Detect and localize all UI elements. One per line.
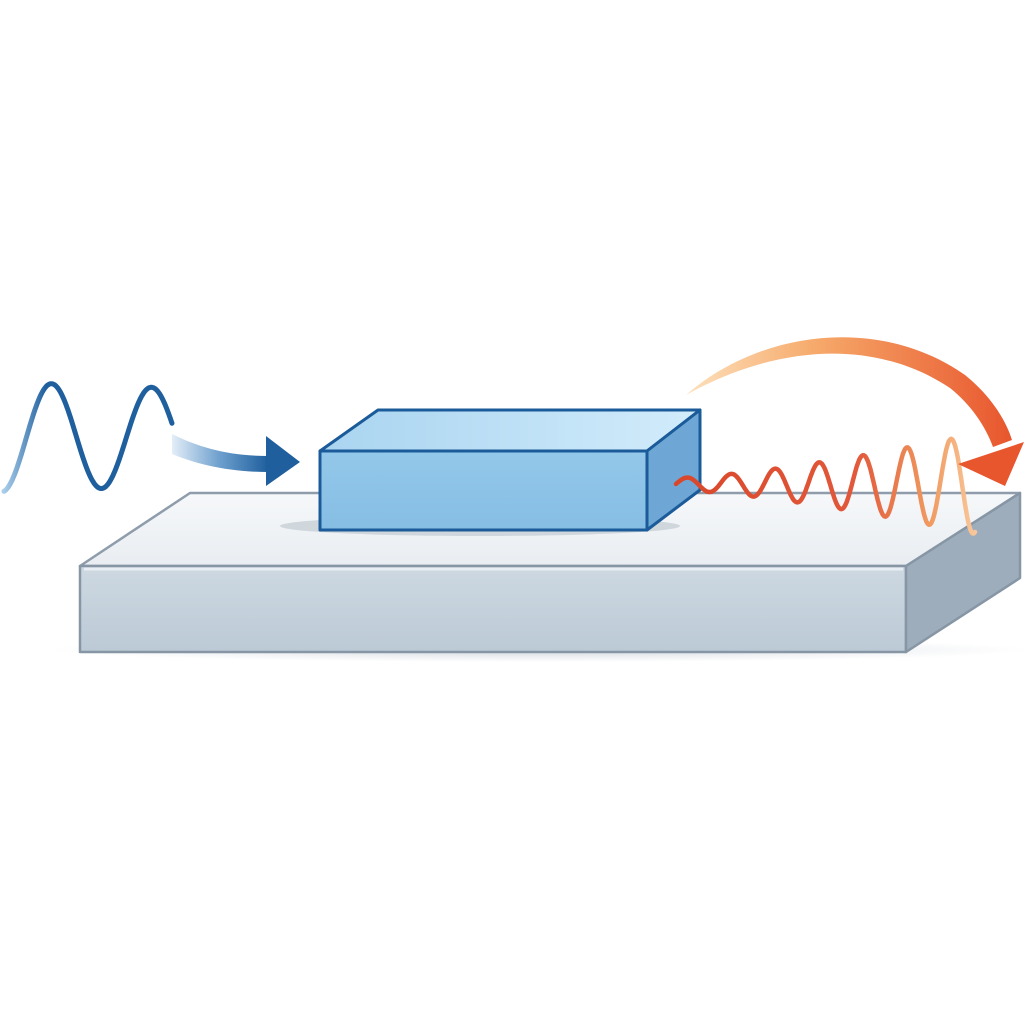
incident-arrowhead xyxy=(266,436,300,486)
emitted-wave-line xyxy=(673,436,978,536)
curved-arrow-body xyxy=(686,337,1012,447)
sample-block xyxy=(318,408,702,532)
curved-arrowhead xyxy=(958,442,1024,486)
incident-wave xyxy=(1,381,175,494)
incident-wave-line xyxy=(1,381,175,494)
block-side-face xyxy=(645,408,702,532)
incident-arrow-shaft xyxy=(172,434,268,472)
emitted-wave xyxy=(673,436,978,536)
slab-front-face xyxy=(78,564,908,654)
block-front-face xyxy=(318,449,649,532)
block-top-face xyxy=(318,408,702,453)
slab-side-face xyxy=(904,491,1022,654)
curved-arrow-icon xyxy=(686,337,1024,486)
arrow-right-icon xyxy=(172,434,300,486)
